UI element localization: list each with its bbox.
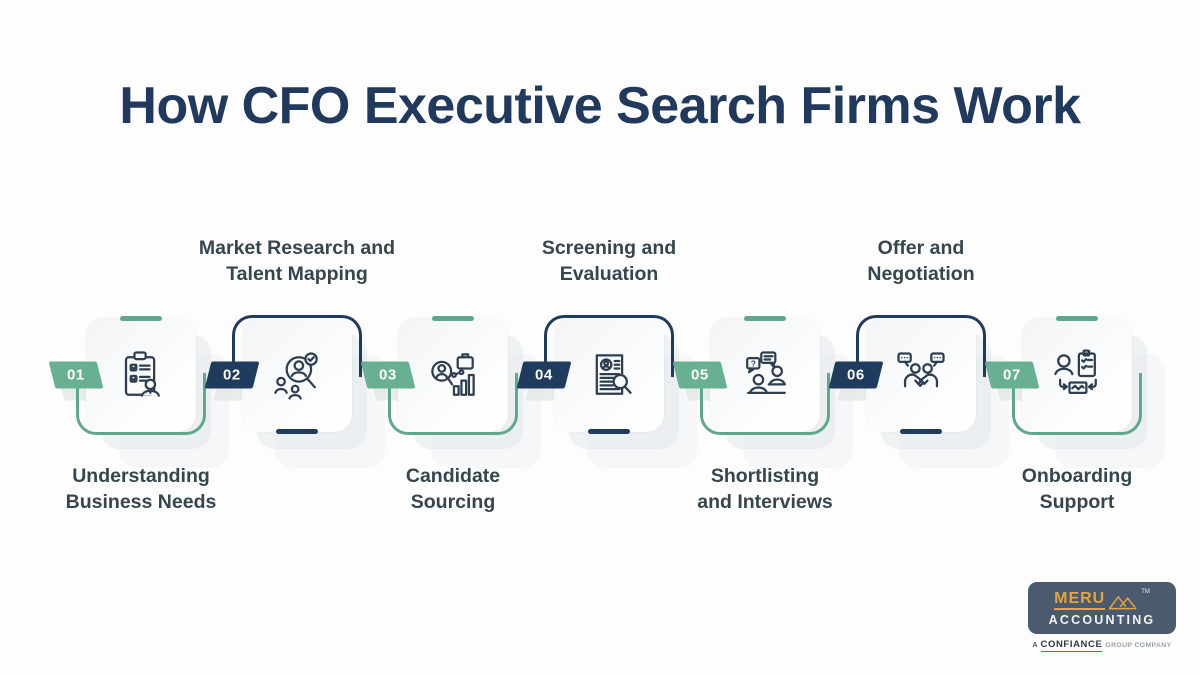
step-04: 04 Screening and Evaluation [516, 237, 697, 468]
step-card [1022, 318, 1132, 432]
resume-magnifier-icon [595, 354, 632, 395]
accent-dash [744, 316, 786, 321]
step-label: Understanding Business Needs [65, 465, 217, 513]
step-card [242, 318, 352, 432]
step-number: 01 [67, 366, 85, 384]
step-label: Offer and Negotiation [867, 237, 975, 285]
meru-accounting-logo: MERU TM ACCOUNTING A CONFIANCE GROUP COM… [1028, 582, 1176, 652]
step-05: ? 05 Shortlisting and Interviews [672, 316, 853, 513]
onboarding-checklist-handshake-icon [1054, 349, 1097, 394]
step-06: 06 Offer and Negotiation [828, 237, 1009, 468]
step-number: 03 [379, 366, 397, 384]
step-02: 02 Market Research and Talent Mapping [199, 237, 395, 468]
logo-brand-name: MERU [1054, 591, 1106, 610]
logo-tagline: A CONFIANCE GROUP COMPANY [1032, 639, 1172, 652]
accent-dash [900, 429, 942, 434]
step-label: Onboarding Support [1021, 465, 1133, 513]
step-label: Market Research and Talent Mapping [198, 237, 396, 285]
step-number-badge: 01 [48, 361, 104, 389]
step-card: ? [710, 318, 820, 432]
logo-badge: MERU TM ACCOUNTING [1028, 582, 1176, 634]
page-title: How CFO Executive Search Firms Work [119, 77, 1081, 135]
step-03: 03 Candidate Sourcing [360, 316, 541, 513]
svg-text:?: ? [751, 359, 756, 369]
step-card [86, 318, 196, 432]
step-01: 01 Understanding Business Needs [48, 316, 229, 513]
accent-dash [432, 316, 474, 321]
step-number: 05 [691, 366, 709, 384]
step-number: 06 [847, 366, 865, 384]
step-number-badge: 07 [984, 361, 1040, 389]
mountain-peaks-icon [1109, 595, 1137, 610]
step-number-badge: 04 [516, 361, 572, 389]
logo-brand-subtext: ACCOUNTING [1048, 613, 1156, 627]
step-label: Screening and Evaluation [541, 237, 677, 285]
accent-dash [120, 316, 162, 321]
step-number: 02 [223, 366, 241, 384]
step-number-badge: 05 [672, 361, 728, 389]
step-label: Candidate Sourcing [405, 465, 501, 513]
interview-speech-bubbles-icon: ? [746, 351, 786, 394]
step-07: 07 Onboarding Support [984, 316, 1165, 513]
tagline-brand: CONFIANCE [1040, 639, 1103, 652]
accent-dash [1056, 316, 1098, 321]
accent-dash [276, 429, 318, 434]
step-card [398, 318, 508, 432]
step-number-badge: 03 [360, 361, 416, 389]
step-number: 07 [1003, 366, 1021, 384]
step-label: Shortlisting and Interviews [697, 465, 833, 513]
step-number: 04 [535, 366, 553, 384]
candidate-briefcase-chart-icon [431, 353, 475, 396]
accent-dash [588, 429, 630, 434]
handshake-negotiation-icon [897, 352, 945, 388]
step-number-badge: 06 [828, 361, 884, 389]
step-card [866, 318, 976, 432]
trademark-mark: TM [1141, 589, 1150, 595]
step-number-badge: 02 [204, 361, 260, 389]
talent-search-magnifier-icon [274, 352, 318, 400]
clipboard-checklist-person-icon [124, 351, 160, 397]
step-card [554, 318, 664, 432]
